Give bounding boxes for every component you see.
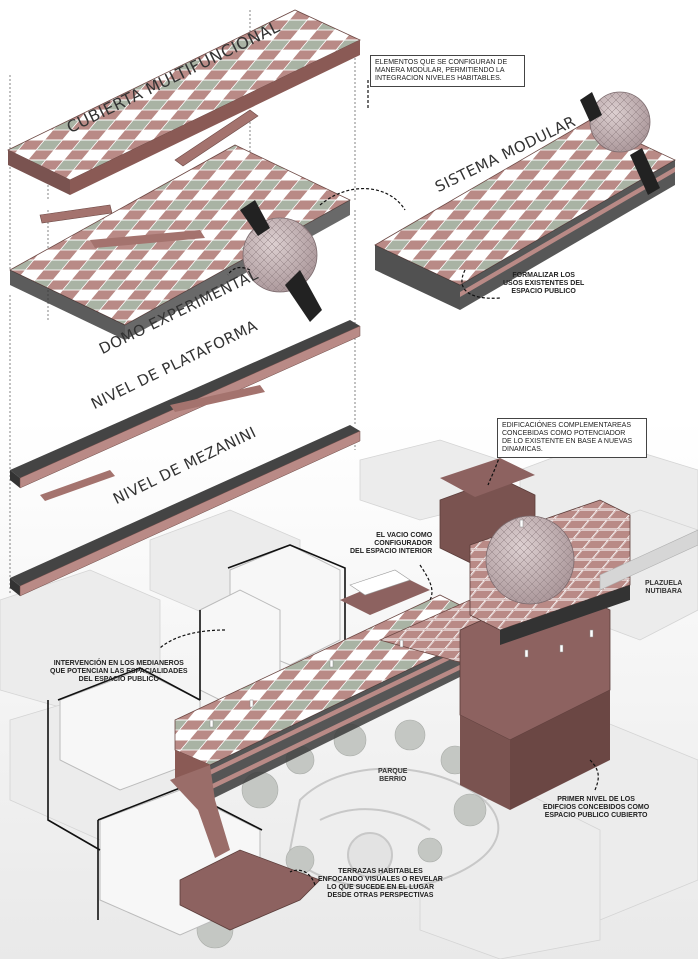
note-line: DESDE OTRAS PERSPECTIVAS [327, 892, 434, 899]
note-line: DE LO EXISTENTE EN BASE A NUEVAS [502, 438, 633, 445]
note-line: CONFIGURADOR [374, 540, 433, 547]
place-line: PARQUE [378, 768, 408, 775]
arrows [159, 80, 599, 886]
domo-sphere [240, 200, 322, 322]
note-line: LO QUE SUCEDE EN EL LUGAR [326, 884, 435, 891]
note-vacio: EL VACIO COMO CONFIGURADOR DEL ESPACIO I… [350, 532, 432, 556]
note-line: ESPACIO PUBLICO [511, 288, 576, 295]
plaza [288, 767, 500, 890]
layer-plataforma [10, 320, 361, 489]
note-terrazas: TERRAZAS HABITABLES ENFOCANDO VISUALES O… [318, 868, 443, 900]
people [209, 519, 594, 728]
assembled-dome [485, 515, 575, 605]
note-line: PRIMER NIVEL DE LOS [557, 796, 635, 803]
note-line: DINAMICAS. [502, 446, 543, 453]
layer-mezanini [10, 425, 361, 597]
note-formalizar: FORMALIZAR LOS USOS EXISTENTES DEL ESPAC… [503, 272, 584, 296]
note-line: TERRAZAS HABITABLES [338, 868, 423, 875]
sistema-modular [374, 91, 676, 310]
place-line: BERRIO [379, 776, 407, 783]
note-line: QUE POTENCIAN LAS ESPACIALIDADES [50, 668, 188, 675]
place-line: NUTIBARA [645, 588, 682, 595]
note-line: INTEGRACION NIVELES HABITABLES. [375, 75, 502, 82]
place-parque: PARQUE BERRIO [378, 768, 407, 784]
note-line: MANERA MODULAR, PERMITIENDO LA [375, 67, 505, 74]
note-line: FORMALIZAR LOS [512, 272, 575, 279]
note-line: INTERVENCIÓN EN LOS MEDIANEROS [53, 660, 184, 667]
note-primer-nivel: PRIMER NIVEL DE LOS EDIFCIOS CONCEBIDOS … [543, 796, 649, 820]
note-medianeros: INTERVENCIÓN EN LOS MEDIANEROS QUE POTEN… [50, 660, 188, 684]
note-line: CONCEBIDAS COMO POTENCIADOR [502, 430, 626, 437]
note-line: EDIFICACIÓNES COMPLEMENTAREAS [502, 422, 632, 429]
note-edificaciones: EDIFICACIÓNES COMPLEMENTAREAS CONCEBIDAS… [497, 418, 647, 458]
note-line: USOS EXISTENTES DEL [503, 280, 585, 287]
place-plazuela: PLAZUELA NUTIBARA [645, 580, 682, 596]
note-line: ELEMENTOS QUE SE CONFIGURAN DE [375, 59, 508, 66]
layer-cubierta-stairs [39, 109, 259, 224]
note-line: ESPACIO PUBLICO CUBIERTO [544, 812, 648, 819]
note-line: DEL ESPACIO INTERIOR [350, 548, 433, 555]
note-line: DEL ESPACIO PUBLICO [78, 676, 159, 683]
viaduct [599, 529, 698, 591]
note-line: ENFOCANDO VISUALES O REVELAR [318, 876, 443, 883]
note-modular: ELEMENTOS QUE SE CONFIGURAN DE MANERA MO… [370, 55, 525, 87]
note-line: EDIFCIOS CONCEBIDOS COMO [543, 804, 650, 811]
terrace [170, 765, 321, 931]
place-line: PLAZUELA [645, 580, 683, 587]
layer-cubierta [7, 9, 361, 195]
note-line: EL VACIO COMO [376, 532, 433, 539]
